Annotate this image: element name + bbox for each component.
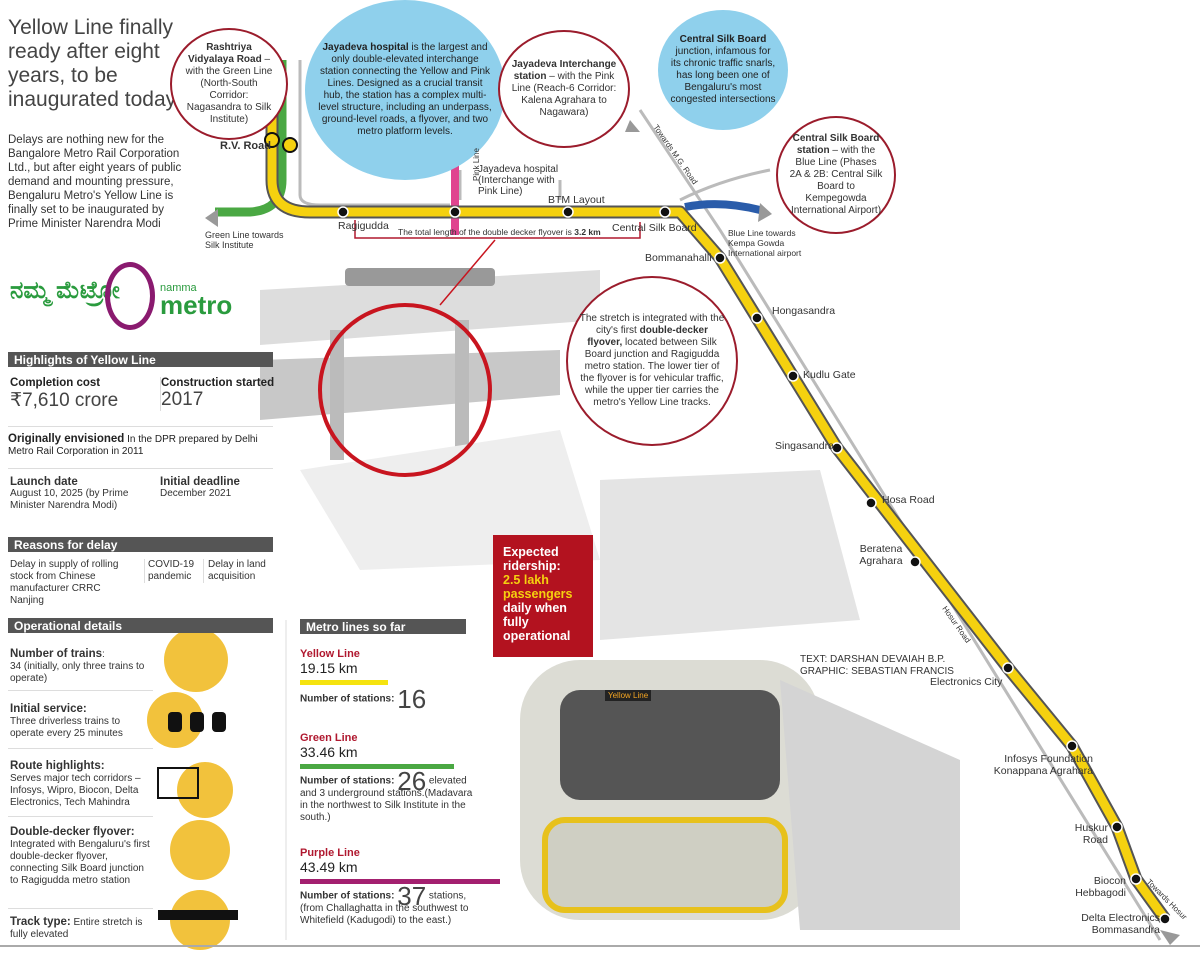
- station-huskur-road[interactable]: Huskur Road: [1074, 822, 1108, 846]
- callout-rv-road: Rashtriya Vidyalaya Road – with the Gree…: [170, 28, 288, 140]
- station-dot: [865, 497, 877, 509]
- flyover-bracket: [354, 220, 641, 239]
- op-double-decker: Double-decker flyover:Integrated with Be…: [10, 826, 150, 886]
- arrow-icon: [1160, 930, 1180, 945]
- label-rv-road: R.V. Road: [220, 140, 271, 152]
- namma-metro-logo: ನಮ್ಮ ಮೆಟ್ರೋ namma metro: [10, 262, 240, 332]
- callout-flyover: The stretch is integrated with the city'…: [566, 276, 738, 446]
- op-number-of-trains: Number of trains:34 (initially, only thr…: [10, 648, 145, 684]
- delay-reason: COVID-19 pandemic: [144, 559, 200, 583]
- station-kudlu-gate[interactable]: Kudlu Gate: [803, 369, 856, 381]
- arrow-icon: [758, 203, 772, 222]
- label-green-towards: Green Line towards Silk Institute: [205, 230, 284, 250]
- blue-line: [684, 200, 761, 214]
- station-beratena-agrahara[interactable]: Beratena Agrahara: [859, 543, 903, 567]
- station-infosys-foundation[interactable]: Infosys Foundation Konappana Agrahara: [993, 753, 1093, 777]
- op-initial-service: Initial service:Three driverless trains …: [10, 703, 123, 739]
- credits: TEXT: DARSHAN DEVAIAH B.P.GRAPHIC: SEBAS…: [800, 654, 954, 677]
- callout-silk-board-junction: Central Silk Board junction, infamous fo…: [658, 10, 788, 130]
- yellow-line: [267, 110, 1169, 922]
- operational-header: Operational details: [8, 618, 273, 633]
- originally-envisioned: Originally envisioned In the DPR prepare…: [8, 426, 273, 458]
- line-length-bar: [300, 879, 500, 884]
- station-biocon-hebbagodi[interactable]: Biocon Hebbagodi: [1075, 875, 1126, 899]
- platform-illustration: [520, 470, 960, 930]
- logo-kannada: ನಮ್ಮ ಮೆಟ್ರೋ: [10, 277, 120, 304]
- flyover-length-note: The total length of the double decker fl…: [398, 227, 601, 237]
- logo-namma: namma: [160, 282, 197, 294]
- station-dot: [1111, 821, 1123, 833]
- station-central-silk-board[interactable]: Central Silk Board: [612, 222, 697, 234]
- station-dot: [449, 206, 461, 218]
- roads: [298, 60, 1162, 941]
- logo-metro: metro: [160, 290, 233, 320]
- station-dot: [1002, 662, 1014, 674]
- station-hongasandra[interactable]: Hongasandra: [772, 305, 836, 317]
- op-route-highlights: Route highlights:Serves major tech corri…: [10, 760, 141, 808]
- station-delta-electronics[interactable]: Delta Electronics Bommasandra: [1081, 912, 1160, 936]
- station-dots: [337, 206, 1171, 925]
- line-length-bar: [300, 764, 454, 769]
- station-dot: [831, 442, 843, 454]
- station-bommanahalli[interactable]: Bommanahalli: [645, 252, 712, 264]
- delay-reason: Delay in supply of rolling stock from Ch…: [10, 559, 119, 606]
- station-dot: [1159, 913, 1171, 925]
- station-dot: [1066, 740, 1078, 752]
- logo-mark: [105, 262, 155, 330]
- completion-cost: Completion cost₹7,610 crore: [10, 377, 119, 411]
- station-btm-layout[interactable]: BTM Layout: [548, 194, 605, 206]
- station-electronics-city[interactable]: Electronics City: [930, 676, 1003, 688]
- station-hosa-road[interactable]: Hosa Road: [882, 494, 935, 506]
- station-dot: [909, 556, 921, 568]
- station-dot: [787, 370, 799, 382]
- op-track-type: Track type: Entire stretch is fully elev…: [10, 916, 143, 940]
- metro-m-icons: [264, 132, 298, 153]
- station-singasandra[interactable]: Singasandra: [775, 440, 834, 452]
- operational-icons: [147, 628, 238, 950]
- callout-silk-board-station: Central Silk Board station – with the Bl…: [776, 116, 896, 234]
- headline: Yellow Line finally ready after eight ye…: [8, 16, 177, 111]
- callout-jayadeva-interchange: Jayadeva Interchange station – with the …: [498, 30, 630, 148]
- delay-header: Reasons for delay: [8, 537, 273, 552]
- callout-jayadeva-hospital: Jayadeva hospital is the largest and onl…: [305, 0, 505, 180]
- label-jayadeva: Jayadeva hospital (Interchange with Pink…: [478, 164, 559, 197]
- arrow-icon: [625, 120, 640, 132]
- station-dot: [714, 252, 726, 264]
- station-ragigudda[interactable]: Ragigudda: [338, 220, 389, 232]
- label-blue-towards: Blue Line towards Kempa Gowda Internatio…: [728, 228, 802, 258]
- flyover-illustration: [260, 268, 600, 570]
- metro-lines-header: Metro lines so far: [300, 619, 466, 634]
- line-length-bar: [300, 680, 389, 685]
- station-dot: [659, 206, 671, 218]
- station-dot: [562, 206, 574, 218]
- train-display: Yellow Line: [605, 690, 652, 701]
- station-dot: [751, 312, 763, 324]
- delay-reason: Delay in land acquisition: [203, 559, 273, 583]
- station-dot: [337, 206, 349, 218]
- arrow-icon: [205, 209, 218, 227]
- intro-text: Delays are nothing new for the Bangalore…: [8, 134, 182, 230]
- highlights-header: Highlights of Yellow Line: [8, 352, 273, 367]
- highlight-ring: [318, 303, 492, 477]
- label-pink-line: Pink Line: [471, 148, 481, 181]
- station-dot: [1130, 873, 1142, 885]
